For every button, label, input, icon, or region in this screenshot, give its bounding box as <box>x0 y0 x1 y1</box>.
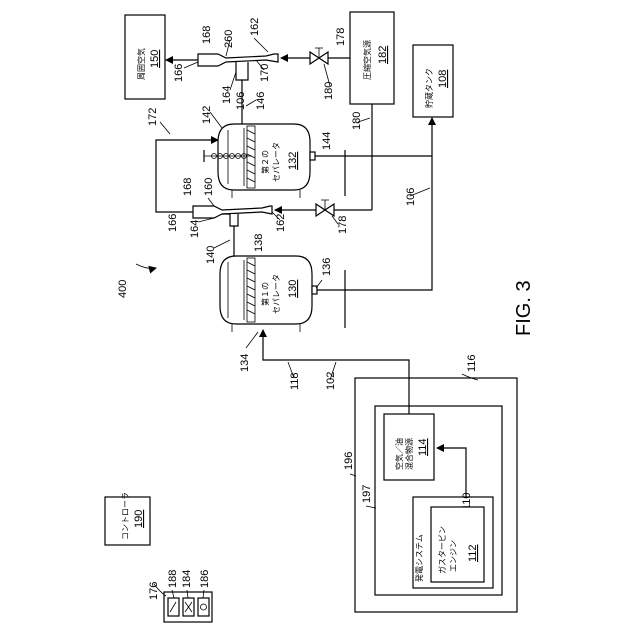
ref-162b: 162 <box>249 18 261 36</box>
ref-106b: 106 <box>235 92 247 110</box>
compressed-air-label: 圧縮空気源 <box>362 40 372 80</box>
power-system-label: 発電システム <box>415 534 424 582</box>
controller-label: コントローラ <box>121 492 130 540</box>
air-oil-label-2: 混合物源 <box>404 438 414 470</box>
flow-106-to-storage <box>345 118 432 290</box>
ref-114: 114 <box>417 438 429 456</box>
ref-136: 136 <box>321 258 333 276</box>
ref-146: 146 <box>255 92 267 110</box>
flow-172-recycle <box>156 140 218 212</box>
ref-178b: 178 <box>335 28 347 46</box>
ref-142: 142 <box>201 106 213 124</box>
ref-182: 182 <box>377 46 389 64</box>
ambient-air-label: 周囲空気 <box>136 48 146 80</box>
ref-130: 130 <box>287 280 299 298</box>
ref-164b-leader <box>230 72 236 90</box>
ref-140: 140 <box>205 246 217 264</box>
second-separator-label-1: 第２の <box>260 150 270 174</box>
ref-162b-leader <box>254 38 268 52</box>
ref-118: 118 <box>289 372 301 390</box>
ref-197: 197 <box>361 485 373 503</box>
ref-102: 102 <box>325 372 337 390</box>
gas-turbine-label-1: ガスタービン <box>437 526 447 574</box>
panel-element-188 <box>168 598 179 616</box>
ref-188: 188 <box>167 570 179 588</box>
ref-400-arrow <box>136 264 156 269</box>
ref-184: 184 <box>181 570 193 588</box>
ref-172: 172 <box>147 108 159 126</box>
ref-116: 116 <box>466 354 478 372</box>
ref-112: 112 <box>467 544 479 562</box>
ejector-upper-inlet <box>236 62 248 80</box>
ref-106a: 106 <box>405 188 417 206</box>
ref-144: 144 <box>321 132 333 150</box>
ref-160: 160 <box>203 178 215 196</box>
ref-164a: 164 <box>189 220 201 238</box>
ref-108: 108 <box>437 70 449 88</box>
ref-166b: 166 <box>173 64 185 82</box>
ref-186: 186 <box>199 570 211 588</box>
gas-turbine-label-2: エンジン <box>449 540 458 572</box>
ref-178a: 178 <box>337 216 349 234</box>
ref-180b: 180 <box>323 82 335 100</box>
ref-172-leader <box>160 122 170 134</box>
ref-134: 134 <box>239 354 251 372</box>
ejector-160-inlet <box>222 214 238 226</box>
ref-150: 150 <box>149 50 161 68</box>
second-separator-legs <box>232 190 300 198</box>
figure-label: FIG. 3 <box>513 280 535 336</box>
ref-166b-leader <box>184 62 198 68</box>
first-separator-legs <box>232 324 300 332</box>
storage-tank-label: 貯蔵タンク <box>424 68 434 108</box>
ref-140-leader <box>214 240 230 248</box>
ref-160-leader <box>208 198 214 206</box>
second-separator-drain-port <box>310 152 315 160</box>
ref-164b: 164 <box>221 86 233 104</box>
ref-166a: 166 <box>167 214 179 232</box>
first-separator-label-1: 第１の <box>260 282 270 306</box>
ref-400: 400 <box>117 280 129 298</box>
ref-136-leader <box>316 280 322 288</box>
ref-132: 132 <box>287 152 299 170</box>
ref-138: 138 <box>253 234 265 252</box>
ref-190: 190 <box>133 510 145 528</box>
ref-168a: 168 <box>182 178 194 196</box>
ref-134-leader <box>246 332 258 348</box>
ref-196: 196 <box>343 452 355 470</box>
ref-168b: 168 <box>201 26 213 44</box>
second-separator-label-2: セパレータ <box>272 142 281 182</box>
air-oil-label-1: 空気／油 <box>394 438 404 470</box>
panel-element-186 <box>198 598 209 616</box>
first-separator-label-2: セパレータ <box>272 274 281 314</box>
